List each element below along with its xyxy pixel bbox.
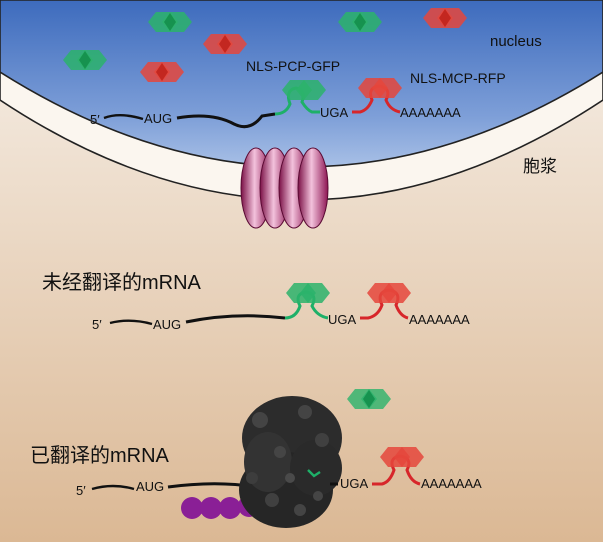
free-gfp-protein xyxy=(148,12,192,32)
free-rfp-protein xyxy=(140,62,184,82)
translated-mrna: 5′ AUG UGA xyxy=(76,396,482,528)
cytoplasm-label: 胞浆 xyxy=(523,157,557,176)
start-codon-label: AUG xyxy=(136,479,164,494)
free-gfp-protein xyxy=(338,12,382,32)
polya-label: AAAAAAA xyxy=(409,312,470,327)
ribosome xyxy=(239,396,342,528)
untranslated-mrna: 5′ AUG UGA AAAAAAA xyxy=(92,283,470,332)
start-codon-label: AUG xyxy=(153,317,181,332)
stop-codon-label: UGA xyxy=(340,476,369,491)
nucleus-label: nucleus xyxy=(490,33,542,50)
free-rfp-protein xyxy=(423,8,467,28)
mcp-rfp-label: NLS-MCP-RFP xyxy=(410,70,506,86)
translated-mrna-title: 已翻译的mRNA xyxy=(30,444,170,467)
nuclear-pore xyxy=(240,147,329,229)
free-rfp-protein xyxy=(203,34,247,54)
five-prime-label: 5′ xyxy=(90,112,100,127)
nuclear-mrna: 5′ AUG UGA AAAAAAA xyxy=(90,78,461,129)
start-codon-label: AUG xyxy=(144,111,172,126)
five-prime-label: 5′ xyxy=(92,317,102,332)
free-gfp-protein xyxy=(63,50,107,70)
displaced-gfp-protein xyxy=(347,389,391,409)
polya-label: AAAAAAA xyxy=(421,476,482,491)
five-prime-label: 5′ xyxy=(76,483,86,498)
stop-codon-label: UGA xyxy=(328,312,357,327)
untranslated-mrna-title: 未经翻译的mRNA xyxy=(42,271,202,294)
pcp-gfp-label: NLS-PCP-GFP xyxy=(246,58,340,74)
stop-codon-label: UGA xyxy=(320,105,349,120)
polya-label: AAAAAAA xyxy=(400,105,461,120)
